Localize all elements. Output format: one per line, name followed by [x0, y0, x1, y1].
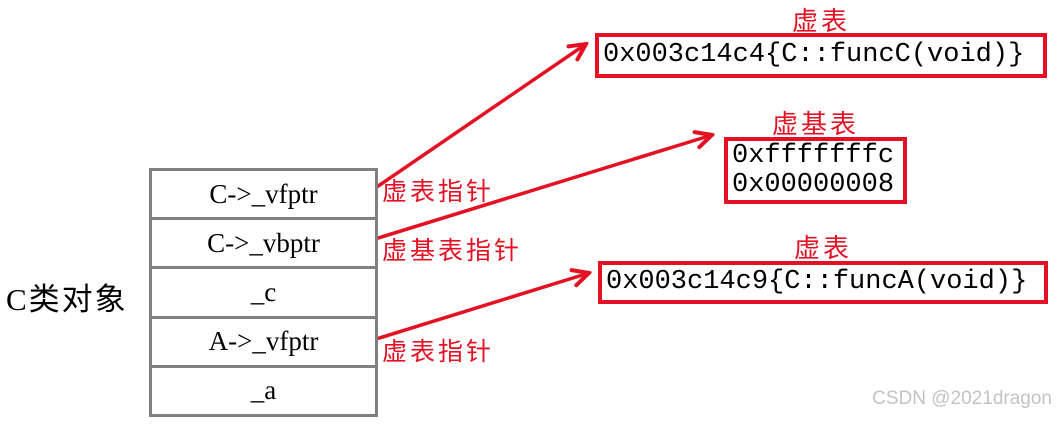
vtable-c-title: 虚表 — [791, 7, 850, 36]
memory-layout-table: C->_vfptr C->_vbptr _c A->_vfptr _a — [149, 168, 378, 417]
object-label: C类对象 — [6, 282, 128, 317]
vtable-a-entry: 0x003c14c9{C::funcA(void)} — [606, 267, 1028, 297]
memory-row-c-vbptr: C->_vbptr — [152, 217, 375, 266]
vbtable-entry-1: 0xfffffffc — [732, 140, 895, 171]
arrow-vfptr-c-to-vtable — [367, 44, 586, 195]
vtable-pointer-label-1: 虚表指针 — [382, 179, 495, 206]
memory-row-a-vfptr: A->_vfptr — [152, 315, 375, 365]
memory-row-c-vfptr: C->_vfptr — [209, 178, 318, 209]
vtable-a-title: 虚表 — [793, 234, 852, 263]
vbtable-entry-2: 0x00000008 — [732, 169, 895, 200]
vtable-c-box: 0x003c14c4{C::funcC(void)} — [595, 33, 1047, 78]
vtable-a-box: 0x003c14c9{C::funcA(void)} — [598, 261, 1048, 304]
vbtable-box: 0xfffffffc 0x00000008 — [724, 137, 907, 204]
vbtable-title: 虚基表 — [771, 110, 859, 139]
vtable-pointer-label-2: 虚表指针 — [382, 339, 495, 366]
memory-row-a-member: _a — [152, 364, 375, 414]
vbtable-pointer-label: 虚基表指针 — [382, 238, 523, 265]
csdn-watermark: CSDN @2021dragon — [872, 388, 1052, 409]
vtable-c-entry: 0x003c14c4{C::funcC(void)} — [603, 40, 1025, 70]
memory-row-c-member: _c — [152, 266, 375, 315]
